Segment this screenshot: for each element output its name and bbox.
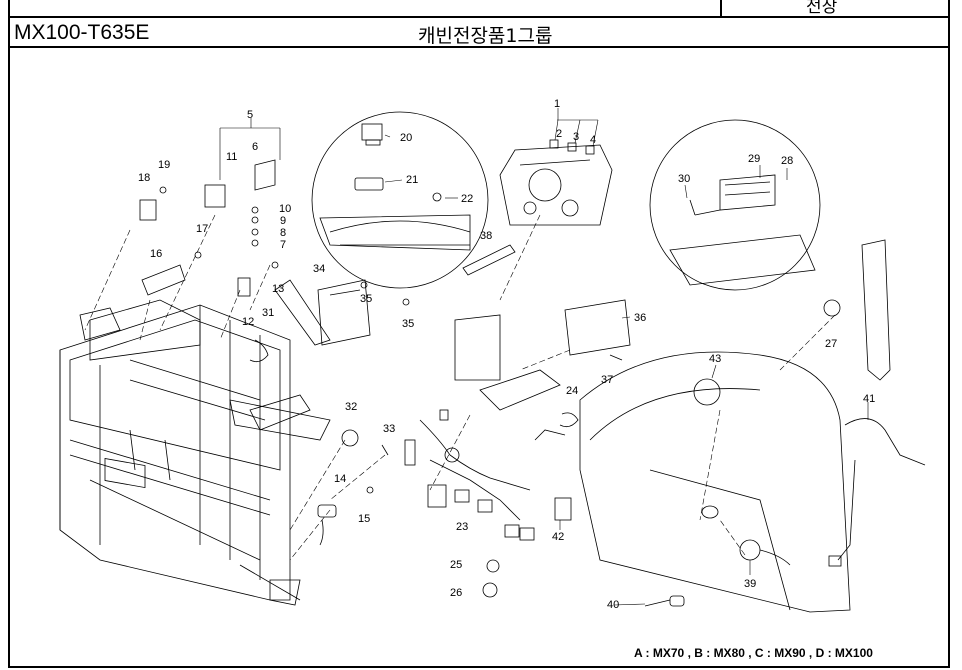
callout-26: 26 xyxy=(450,587,462,599)
detail-circle-radio xyxy=(649,119,821,291)
callout-labels: 1 2 3 4 5 6 7 8 9 10 11 12 13 14 15 16 1… xyxy=(138,98,875,611)
callout-27: 27 xyxy=(825,338,837,350)
callout-23: 23 xyxy=(456,521,468,533)
parts-diagram: 1 2 3 4 5 6 7 8 9 10 11 12 13 14 15 16 1… xyxy=(59,98,926,613)
part-shapes xyxy=(139,159,926,607)
callout-33: 33 xyxy=(383,423,395,435)
callout-41: 41 xyxy=(863,393,875,405)
callout-3: 3 xyxy=(573,131,579,143)
page-frame xyxy=(8,0,950,668)
callout-18: 18 xyxy=(138,172,150,184)
group-title: 캐빈전장품1그룹 xyxy=(418,25,553,47)
callout-12: 12 xyxy=(242,316,254,328)
callout-42: 42 xyxy=(552,531,564,543)
callout-31: 31 xyxy=(262,307,274,319)
callout-43: 43 xyxy=(709,353,721,365)
callout-28: 28 xyxy=(781,155,793,167)
callout-6: 6 xyxy=(252,141,258,153)
category-cell: 전장 xyxy=(720,0,950,18)
callout-38: 38 xyxy=(480,230,492,242)
callout-40: 40 xyxy=(607,599,619,611)
leader-lines xyxy=(84,214,836,561)
callout-25: 25 xyxy=(450,559,462,571)
callout-17: 17 xyxy=(196,223,208,235)
callout-29: 29 xyxy=(748,153,760,165)
callout-2: 2 xyxy=(556,128,562,140)
callout-1: 1 xyxy=(554,98,560,110)
chassis-frame xyxy=(59,299,331,606)
callout-16: 16 xyxy=(150,248,162,260)
callout-9: 9 xyxy=(280,215,286,227)
instrument-cluster xyxy=(499,139,613,226)
wiring-harness xyxy=(404,409,535,541)
callout-24: 24 xyxy=(566,385,578,397)
category-label: 전장 xyxy=(806,0,838,17)
callout-10: 10 xyxy=(279,203,291,215)
callout-36: 36 xyxy=(634,312,646,324)
title-bar: MX100-T635E 캐빈전장품1그룹 xyxy=(8,18,950,48)
callout-35b: 35 xyxy=(402,318,414,330)
callout-20: 20 xyxy=(400,132,412,144)
callout-22: 22 xyxy=(461,193,473,205)
callout-ticks xyxy=(219,108,869,606)
callout-21: 21 xyxy=(406,174,418,186)
callout-19: 19 xyxy=(158,159,170,171)
callout-15: 15 xyxy=(358,513,370,525)
callout-13: 13 xyxy=(272,283,284,295)
callout-37: 37 xyxy=(601,374,613,386)
top-bar: 전장 xyxy=(8,0,950,18)
callout-8: 8 xyxy=(280,227,286,239)
detail-circle-panel xyxy=(311,111,489,289)
callout-11: 11 xyxy=(226,151,237,163)
callout-30: 30 xyxy=(678,173,690,185)
callout-39: 39 xyxy=(744,578,756,590)
callout-34: 34 xyxy=(313,263,325,275)
model-number: MX100-T635E xyxy=(14,21,150,44)
callout-4: 4 xyxy=(590,134,596,146)
callout-32: 32 xyxy=(345,401,357,413)
model-legend: A : MX70 , B : MX80 , C : MX90 , D : MX1… xyxy=(634,646,873,660)
callout-5: 5 xyxy=(247,109,253,121)
callout-7: 7 xyxy=(280,239,286,251)
callout-35a: 35 xyxy=(360,293,372,305)
callout-14: 14 xyxy=(334,473,346,485)
cabin-console xyxy=(579,351,851,613)
